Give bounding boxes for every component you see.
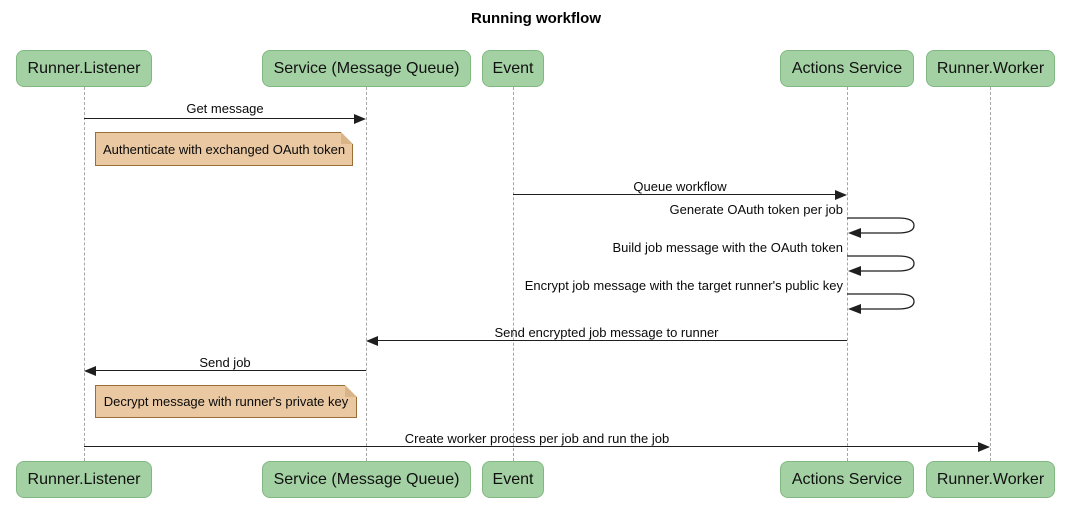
- note-authenticate-text: Authenticate with exchanged OAuth token: [102, 141, 346, 157]
- message-label-generate-oauth-token: Generate OAuth token per job: [669, 202, 843, 217]
- message-label-build-job-message: Build job message with the OAuth token: [612, 240, 843, 255]
- arrowhead-right-icon: [354, 114, 366, 124]
- participant-service-message-queue-top: Service (Message Queue): [262, 50, 471, 87]
- participant-runner-listener-bottom: Runner.Listener: [16, 461, 152, 498]
- note-fold-icon: [341, 132, 353, 144]
- participant-runner-worker-bottom: Runner.Worker: [926, 461, 1055, 498]
- message-line-send-encrypted: [377, 340, 847, 341]
- arrowhead-right-icon: [835, 190, 847, 200]
- message-label-queue-workflow: Queue workflow: [633, 179, 727, 194]
- note-fold-icon: [345, 385, 357, 397]
- self-loop-arrow-icon: [847, 293, 915, 314]
- lifeline-runner-worker: [990, 87, 991, 461]
- diagram-title: Running workflow: [471, 10, 601, 27]
- self-loop-arrow-icon: [847, 217, 915, 238]
- participant-actions-service-bottom: Actions Service: [780, 461, 914, 498]
- message-label-send-encrypted: Send encrypted job message to runner: [494, 325, 719, 340]
- message-label-send-job: Send job: [199, 355, 251, 370]
- note-decrypt: Decrypt message with runner's private ke…: [95, 385, 357, 418]
- message-label-encrypt-job-message: Encrypt job message with the target runn…: [524, 278, 843, 293]
- lifeline-event: [513, 87, 514, 461]
- arrowhead-left-icon: [366, 336, 378, 346]
- arrowhead-left-icon: [84, 366, 96, 376]
- participant-event-top: Event: [482, 50, 544, 87]
- participant-service-message-queue-bottom: Service (Message Queue): [262, 461, 471, 498]
- message-label-get-message: Get message: [186, 101, 264, 116]
- participant-runner-listener-top: Runner.Listener: [16, 50, 152, 87]
- message-line-send-job: [95, 370, 366, 371]
- participant-runner-worker-top: Runner.Worker: [926, 50, 1055, 87]
- message-line-get-message: [84, 118, 355, 119]
- message-line-queue-workflow: [513, 194, 836, 195]
- participant-event-bottom: Event: [482, 461, 544, 498]
- arrowhead-right-icon: [978, 442, 990, 452]
- note-decrypt-text: Decrypt message with runner's private ke…: [103, 394, 349, 409]
- lifeline-runner-listener: [84, 87, 85, 461]
- note-authenticate: Authenticate with exchanged OAuth token: [95, 132, 353, 166]
- participant-actions-service-top: Actions Service: [780, 50, 914, 87]
- lifeline-actions-service: [847, 87, 848, 461]
- lifeline-service-message-queue: [366, 87, 367, 461]
- message-line-create-worker: [84, 446, 979, 447]
- self-loop-arrow-icon: [847, 255, 915, 276]
- message-label-create-worker: Create worker process per job and run th…: [404, 431, 670, 446]
